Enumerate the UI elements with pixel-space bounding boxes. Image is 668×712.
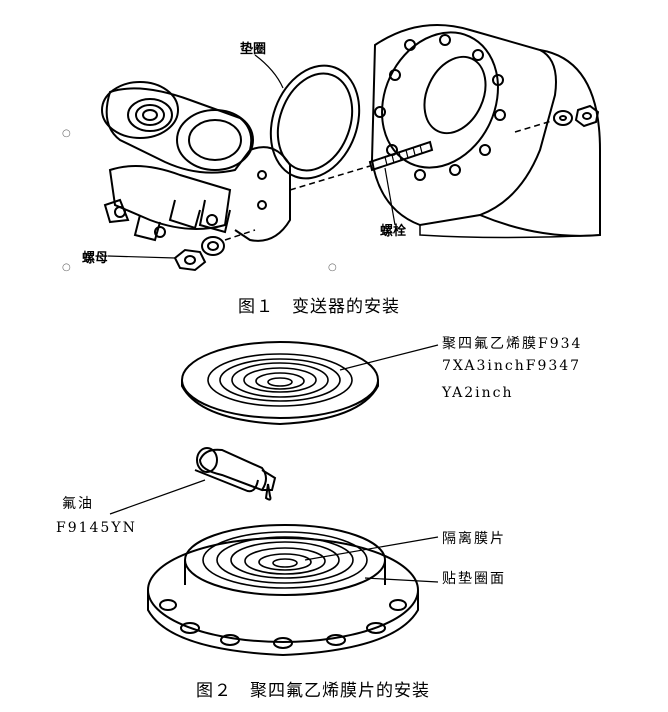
label-ptfe-line2: 7XA3inchF9347 xyxy=(442,358,582,374)
nut-leader xyxy=(107,255,176,259)
bolt-leader xyxy=(384,167,396,226)
gasket-ring xyxy=(269,64,361,180)
label-ptfe-line3: YA2inch xyxy=(442,385,514,401)
label-gasket: 垫圈 xyxy=(240,42,267,57)
ptfe-membrane xyxy=(181,341,379,426)
transmitter xyxy=(101,81,291,242)
gasket-leader xyxy=(254,54,284,89)
scan-mark: ○ xyxy=(62,262,71,273)
figure2-caption: 图２ 聚四氟乙烯膜片的安装 xyxy=(196,681,430,701)
oil-bottle xyxy=(194,447,277,501)
scan-mark: ○ xyxy=(62,128,71,139)
figure1-caption: 图１ 变送器的安装 xyxy=(238,297,400,317)
label-nut: 螺母 xyxy=(82,251,109,266)
lower-flange xyxy=(147,524,419,657)
label-bolt: 螺栓 xyxy=(380,224,407,239)
ptfe-leader xyxy=(339,344,439,371)
bolt xyxy=(289,140,434,191)
label-oil-line2: F9145YN xyxy=(56,520,137,536)
pipe-flange xyxy=(370,24,601,239)
diaphragm-leader xyxy=(304,536,439,561)
label-ptfe-line1: 聚四氟乙烯膜F934 xyxy=(442,336,583,352)
label-oil-line1: 氟油 xyxy=(62,496,94,512)
label-gasket-face: 贴垫圈面 xyxy=(442,571,506,587)
oil-leader xyxy=(109,479,206,515)
scan-mark: ○ xyxy=(328,262,337,273)
label-diaphragm: 隔离膜片 xyxy=(442,531,506,547)
left-nut xyxy=(173,229,256,272)
right-nut xyxy=(514,104,600,133)
gasket-face-leader xyxy=(364,577,439,583)
